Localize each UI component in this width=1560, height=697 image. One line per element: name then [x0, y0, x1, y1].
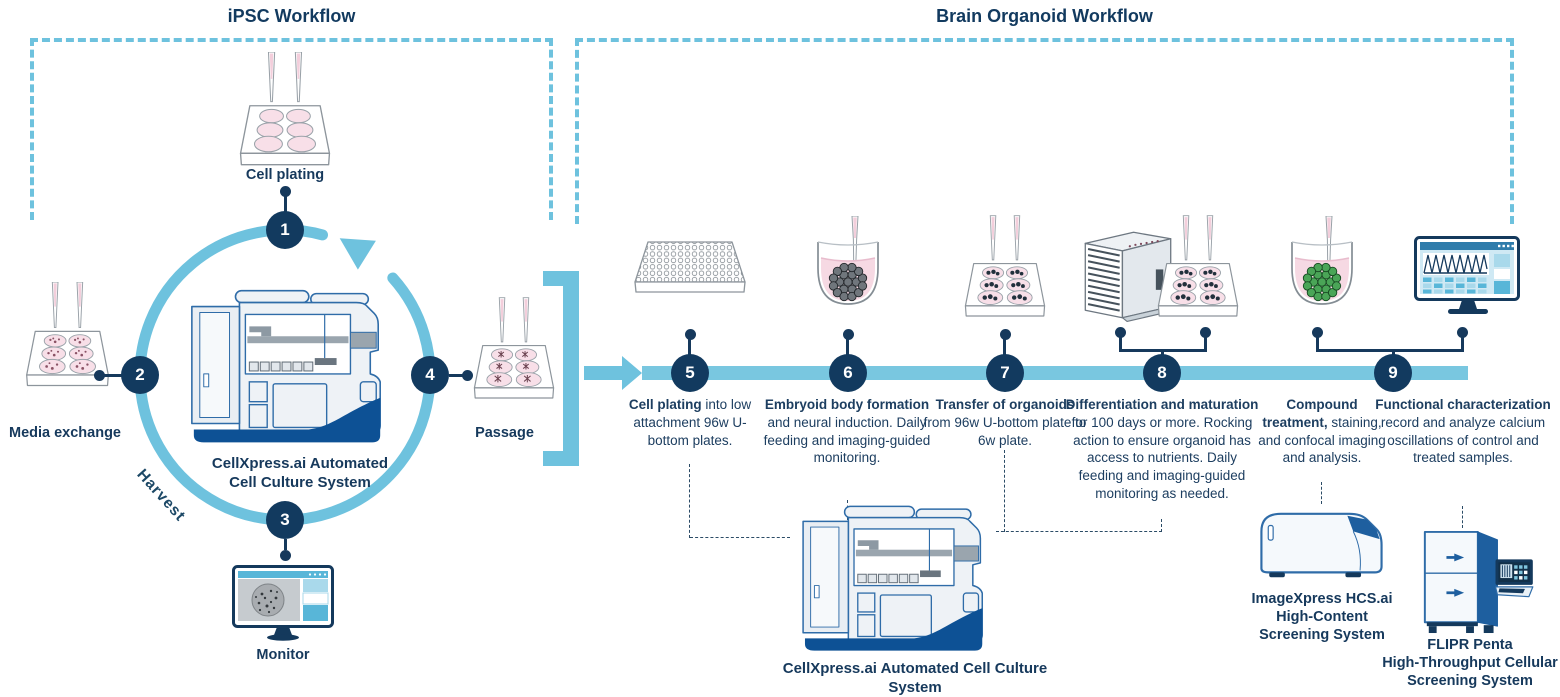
flipr-label: FLIPR Penta High-Throughput Cellular Scr…	[1382, 637, 1558, 690]
connector-dot	[1115, 327, 1126, 338]
step1-number-badge: 1	[266, 211, 304, 249]
connector-line	[846, 338, 849, 355]
step8-number-badge: 8	[1143, 354, 1181, 392]
connector-dot	[1200, 327, 1211, 338]
cell-plating-label: Cell plating	[245, 167, 325, 183]
dashed-connector	[690, 537, 790, 538]
connector-line	[688, 338, 691, 355]
media-exchange-label: Media exchange	[8, 425, 121, 441]
embryoid-body-cup-icon	[817, 216, 879, 305]
step7-bold-text: Transfer of organoids	[935, 397, 1075, 412]
step6-number-badge: 6	[829, 354, 867, 392]
connector-dot	[685, 329, 696, 340]
connector-line	[104, 374, 122, 377]
step6-bold-text: Embryoid body formation	[764, 397, 930, 412]
flipr-instrument-icon	[1423, 530, 1534, 634]
step7-description: Transfer of organoids from 96w U-bottom …	[921, 396, 1089, 449]
step5-description: Cell plating into low attachment 96w U-b…	[614, 396, 766, 449]
organoid-transfer-plate-icon	[964, 215, 1046, 317]
connector-dot	[843, 329, 854, 340]
step4-number-badge: 4	[411, 356, 449, 394]
connector-line	[284, 539, 287, 550]
dashed-connector	[689, 464, 690, 538]
step6-rest-text: and neural induction. Daily feeding and …	[763, 414, 931, 466]
rocking-incubator-icon	[1084, 231, 1176, 322]
connector-line	[1204, 337, 1207, 351]
media-exchange-plate-icon	[26, 282, 109, 387]
connector-dot	[1312, 327, 1323, 338]
step9-functional-rest-text: record and analyze calcium oscillations …	[1380, 414, 1546, 466]
step9-compound-bold-text: Compound treatment,	[1262, 397, 1358, 430]
connector-line	[1461, 337, 1464, 351]
bracket-bottom-stub	[543, 451, 579, 466]
connector-dot	[280, 550, 291, 561]
connector-dot	[1000, 329, 1011, 340]
connector-line	[449, 374, 465, 377]
monitor-label: Monitor	[256, 647, 310, 663]
imagexpress-instrument-icon	[1260, 512, 1383, 578]
dashed-connector	[1321, 482, 1322, 504]
connector-line	[1119, 337, 1122, 351]
dashed-connector	[1161, 519, 1162, 532]
ipsc-workflow-title: iPSC Workflow	[227, 6, 356, 26]
organoid-dashed-box	[575, 38, 1514, 224]
monitor-screen-icon	[232, 565, 334, 641]
step3-number-badge: 3	[266, 501, 304, 539]
passage-plate-icon	[473, 297, 555, 399]
cellxpress-instrument-icon	[191, 289, 381, 443]
ipsc-cycle-ring	[134, 224, 436, 526]
connector-line	[284, 196, 287, 212]
step6-description: Embryoid body formation and neural induc…	[763, 396, 931, 467]
connector-dot	[94, 370, 105, 381]
cellxpress-center-label: CellXpress.ai Automated Cell Culture Sys…	[211, 455, 389, 491]
connector-dot	[1457, 327, 1468, 338]
connector-line	[1392, 349, 1395, 358]
calcium-analysis-monitor-icon	[1414, 236, 1520, 314]
transition-arrow-shaft	[584, 366, 622, 380]
cellxpress-bottom-instrument-icon	[802, 505, 984, 651]
step9-functional-description: Functional characterization record and a…	[1375, 396, 1551, 467]
dashed-connector	[1462, 506, 1463, 528]
transition-arrow-icon	[622, 356, 642, 390]
cellxpress-bottom-label: CellXpress.ai Automated Cell Culture Sys…	[782, 660, 1048, 696]
passage-label: Passage	[475, 425, 534, 441]
connector-line	[1161, 349, 1164, 358]
connector-line	[1316, 349, 1464, 352]
step5-bold-text: Cell plating	[628, 397, 702, 412]
step2-number-badge: 2	[121, 356, 159, 394]
cell-plating-plate-icon	[239, 52, 331, 166]
step7-rest-text: from 96w U-bottom plate to 6w plate.	[923, 414, 1087, 448]
brain-organoid-workflow-title: Brain Organoid Workflow	[936, 6, 1153, 26]
dashed-connector	[996, 531, 1162, 532]
step9-compound-rest-text: staining, and confocal imaging and analy…	[1258, 414, 1386, 466]
maturation-plate-icon	[1157, 215, 1239, 317]
step8-rest-text: for 100 days or more. Rocking action to …	[1071, 414, 1253, 502]
connector-dot	[462, 370, 473, 381]
step5-number-badge: 5	[671, 354, 709, 392]
step9-number-badge: 9	[1374, 354, 1412, 392]
step9-functional-bold-text: Functional characterization	[1375, 397, 1551, 412]
connector-line	[1003, 338, 1006, 355]
compound-treatment-cup-icon	[1291, 216, 1353, 305]
96-well-plate-icon	[634, 241, 746, 293]
connector-line	[1316, 337, 1319, 351]
step8-description: Differentiation and maturation for 100 d…	[1064, 396, 1260, 503]
step5-rest-text: into low attachment 96w U-bottom plates.	[633, 397, 752, 448]
cycle-arrowhead-icon	[339, 238, 376, 270]
step9-compound-description: Compound treatment, staining, and confoc…	[1252, 396, 1392, 467]
dashed-connector	[1004, 450, 1005, 532]
bracket-vertical-bar	[563, 271, 579, 466]
ipsc-dashed-box	[30, 38, 553, 220]
step8-bold-text: Differentiation and maturation	[1065, 397, 1259, 412]
step7-number-badge: 7	[986, 354, 1024, 392]
imagexpress-label: ImageXpress HCS.ai High-Content Screenin…	[1251, 591, 1393, 644]
timeline-bar	[642, 366, 1468, 380]
connector-dot	[280, 186, 291, 197]
